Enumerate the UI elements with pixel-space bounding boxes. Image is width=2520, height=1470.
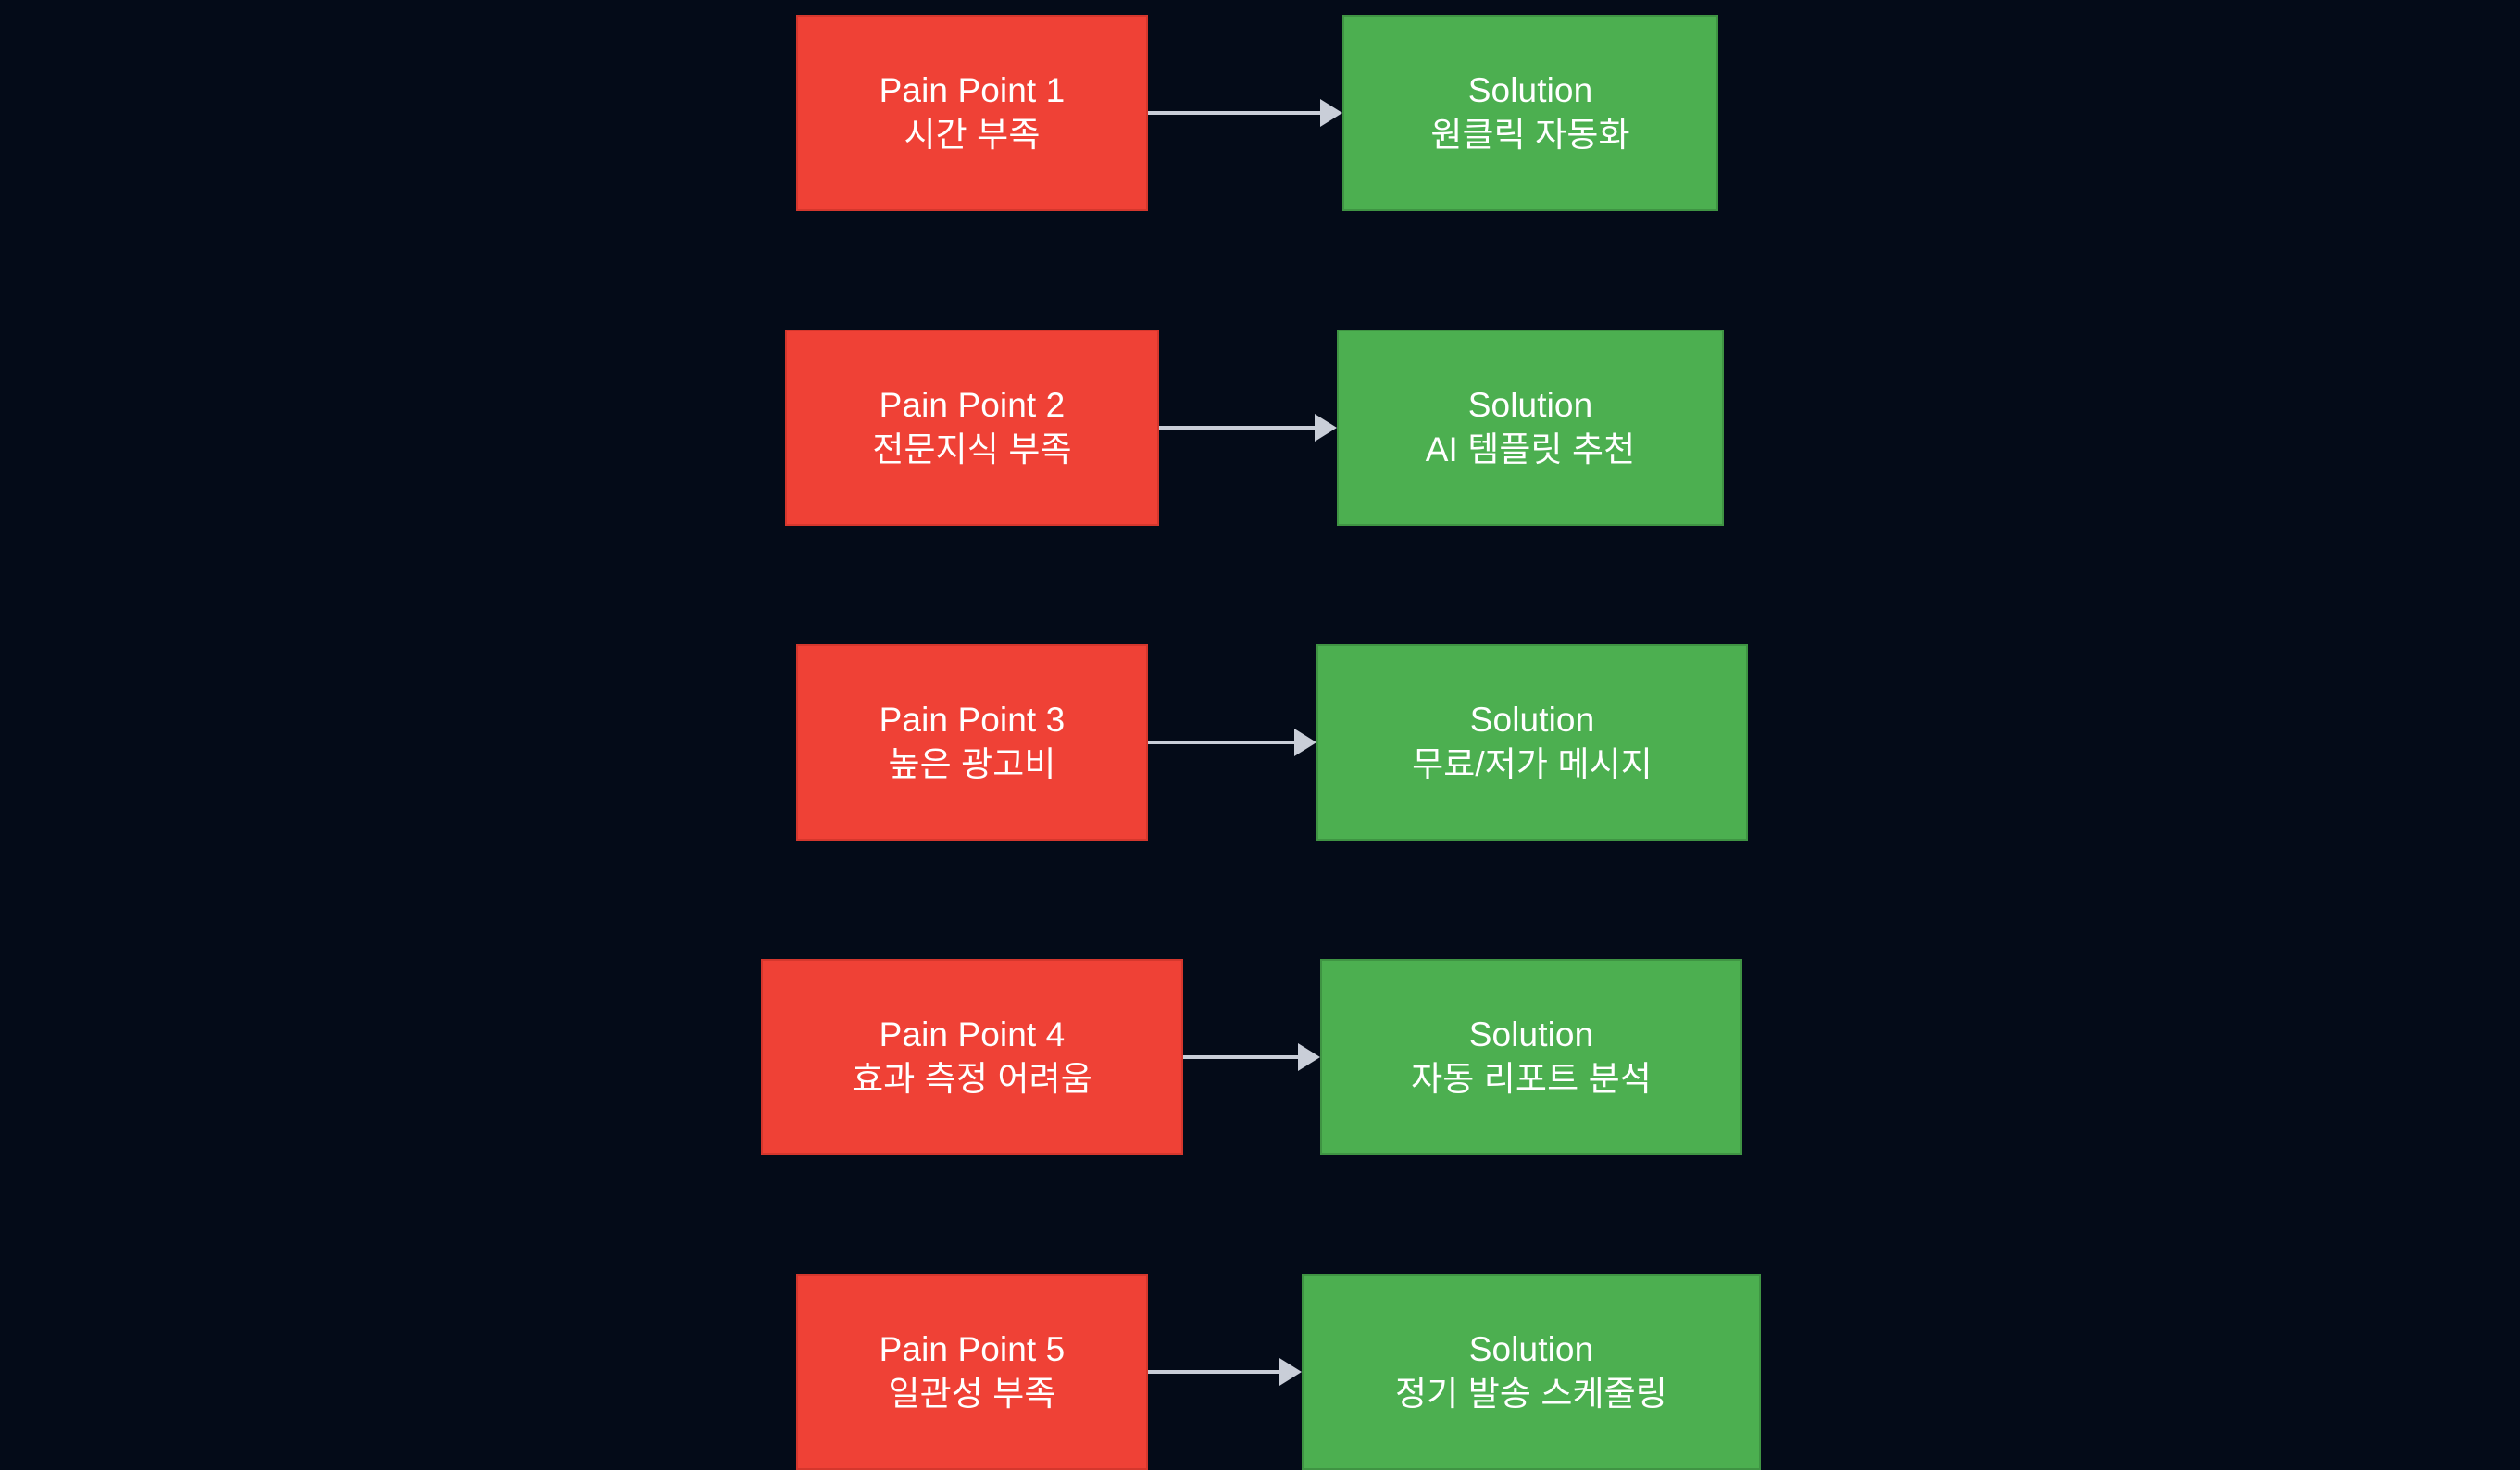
arrow-line <box>1148 741 1295 744</box>
flow-row: Pain Point 3 높은 광고비 Solution 무료/저가 메시지 <box>0 644 2520 841</box>
arrow-line <box>1183 1055 1299 1059</box>
flow-row: Pain Point 5 일관성 부족 Solution 정기 발송 스케줄링 <box>0 1274 2520 1470</box>
arrow-line <box>1159 426 1316 430</box>
solution-subtitle: AI 템플릿 추천 <box>1425 430 1636 468</box>
arrow-line <box>1148 111 1321 115</box>
arrow-head-icon <box>1294 729 1316 756</box>
solution-title: Solution <box>1468 1015 1594 1053</box>
flow-arrow-3 <box>1148 644 1316 841</box>
row-lead-space <box>0 113 796 114</box>
flow-arrow-1 <box>1148 15 1342 211</box>
solution-title: Solution <box>1469 700 1595 739</box>
pain-point-subtitle: 시간 부족 <box>904 116 1041 154</box>
solution-subtitle: 원클릭 자동화 <box>1430 116 1630 154</box>
flow-arrow-4 <box>1183 959 1320 1155</box>
pain-point-title: Pain Point 2 <box>879 385 1066 424</box>
row-lead-space <box>0 1057 761 1058</box>
pain-point-node-4[interactable]: Pain Point 4 효과 측정 어려움 <box>761 959 1183 1155</box>
solution-node-1[interactable]: Solution 원클릭 자동화 <box>1342 15 1718 211</box>
pain-point-title: Pain Point 5 <box>879 1329 1066 1368</box>
pain-point-node-2[interactable]: Pain Point 2 전문지식 부족 <box>785 330 1159 526</box>
pain-point-subtitle: 전문지식 부족 <box>872 430 1072 468</box>
flow-row: Pain Point 4 효과 측정 어려움 Solution 자동 리포트 분… <box>0 959 2520 1155</box>
pain-point-node-5[interactable]: Pain Point 5 일관성 부족 <box>796 1274 1148 1470</box>
arrow-head-icon <box>1298 1043 1320 1071</box>
solution-subtitle: 무료/저가 메시지 <box>1412 745 1653 783</box>
solution-node-3[interactable]: Solution 무료/저가 메시지 <box>1316 644 1748 841</box>
row-lead-space <box>0 742 796 743</box>
flow-row: Pain Point 1 시간 부족 Solution 원클릭 자동화 <box>0 15 2520 211</box>
solution-subtitle: 정기 발송 스케줄링 <box>1395 1375 1667 1413</box>
solution-node-2[interactable]: Solution AI 템플릿 추천 <box>1337 330 1724 526</box>
solution-title: Solution <box>1467 385 1593 424</box>
pain-point-subtitle: 높은 광고비 <box>888 745 1056 783</box>
pain-point-title: Pain Point 3 <box>879 700 1066 739</box>
pain-point-title: Pain Point 4 <box>879 1015 1066 1053</box>
solution-title: Solution <box>1467 70 1593 109</box>
arrow-head-icon <box>1315 414 1337 442</box>
solution-subtitle: 자동 리포트 분석 <box>1411 1060 1652 1098</box>
flow-arrow-5 <box>1148 1274 1302 1470</box>
solution-node-4[interactable]: Solution 자동 리포트 분석 <box>1320 959 1742 1155</box>
pain-point-node-3[interactable]: Pain Point 3 높은 광고비 <box>796 644 1148 841</box>
row-lead-space <box>0 428 785 429</box>
arrow-head-icon <box>1279 1358 1302 1386</box>
flow-row: Pain Point 2 전문지식 부족 Solution AI 템플릿 추천 <box>0 330 2520 526</box>
pain-point-node-1[interactable]: Pain Point 1 시간 부족 <box>796 15 1148 211</box>
row-lead-space <box>0 1372 796 1373</box>
pain-point-title: Pain Point 1 <box>879 70 1066 109</box>
solution-node-5[interactable]: Solution 정기 발송 스케줄링 <box>1302 1274 1761 1470</box>
pain-point-subtitle: 일관성 부족 <box>888 1375 1056 1413</box>
flow-arrow-2 <box>1159 330 1337 526</box>
solution-title: Solution <box>1468 1329 1594 1368</box>
arrow-line <box>1148 1370 1280 1374</box>
pain-point-subtitle: 효과 측정 어려움 <box>852 1060 1092 1098</box>
arrow-head-icon <box>1320 99 1342 127</box>
